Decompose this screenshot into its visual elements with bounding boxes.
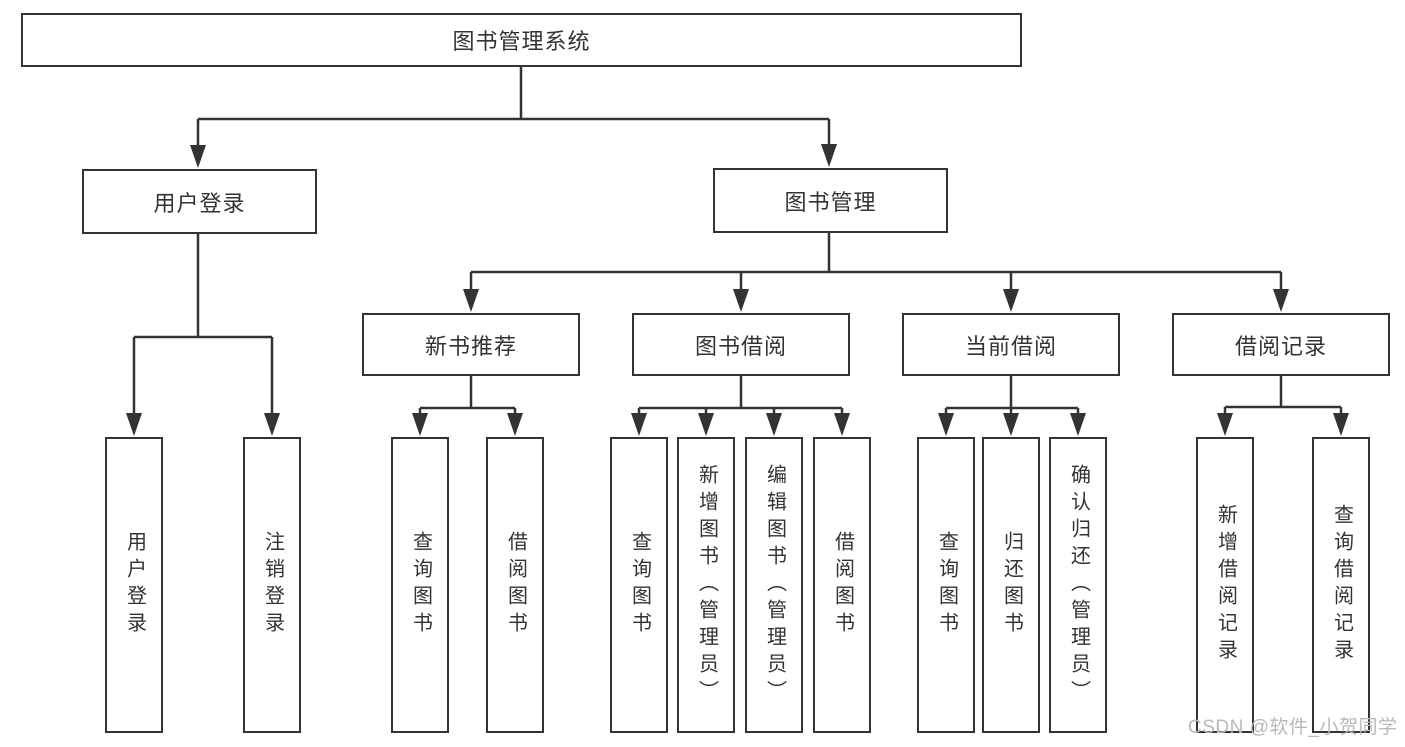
arrow-down-icon	[463, 289, 479, 312]
node-borrow-records: 借阅记录	[1172, 313, 1390, 376]
node-user-login-label: 用户登录	[153, 190, 246, 216]
node-add-books-admin-label: 新增图书（管理员）	[695, 463, 718, 707]
node-book-borrow: 图书借阅	[632, 313, 850, 376]
node-current-borrow-label: 当前借阅	[964, 333, 1057, 359]
node-return-books-label: 归还图书	[1000, 531, 1023, 639]
node-query-books-borrow-label: 查询图书	[628, 531, 651, 639]
node-login: 用户登录	[105, 437, 163, 733]
node-borrow-books-label: 借阅图书	[831, 531, 854, 639]
arrow-down-icon	[821, 144, 837, 167]
arrow-down-icon	[1003, 289, 1019, 312]
node-edit-books-admin-label: 编辑图书（管理员）	[763, 463, 786, 707]
node-add-borrow-record: 新增借阅记录	[1196, 437, 1254, 733]
node-confirm-return-admin: 确认归还（管理员）	[1049, 437, 1107, 733]
arrow-down-icon	[1217, 413, 1233, 436]
node-return-books: 归还图书	[982, 437, 1040, 733]
node-borrow-books-recommend: 借阅图书	[486, 437, 544, 733]
arrow-down-icon	[412, 413, 428, 436]
node-add-borrow-record-label: 新增借阅记录	[1214, 504, 1237, 666]
node-query-books-recommend: 查询图书	[391, 437, 449, 733]
arrow-down-icon	[631, 413, 647, 436]
node-query-books-borrow: 查询图书	[610, 437, 668, 733]
arrow-down-icon	[190, 145, 206, 168]
node-query-books-recommend-label: 查询图书	[409, 531, 432, 639]
node-root-label: 图书管理系统	[452, 29, 591, 54]
arrow-down-icon	[1333, 413, 1349, 436]
arrow-down-icon	[698, 413, 714, 436]
arrow-down-icon	[264, 413, 280, 436]
node-user-login: 用户登录	[82, 169, 317, 234]
node-login-label: 用户登录	[123, 531, 146, 639]
node-query-books-current: 查询图书	[917, 437, 975, 733]
node-book-management: 图书管理	[713, 168, 948, 233]
arrow-down-icon	[1273, 289, 1289, 312]
node-query-books-current-label: 查询图书	[935, 531, 958, 639]
arrow-down-icon	[1070, 413, 1086, 436]
node-root: 图书管理系统	[21, 13, 1022, 67]
arrow-down-icon	[733, 289, 749, 312]
arrow-down-icon	[126, 413, 142, 436]
arrow-down-icon	[766, 413, 782, 436]
csdn-watermark: CSDN @软件_小贺同学	[1188, 717, 1398, 738]
arrow-down-icon	[507, 413, 523, 436]
node-borrow-books: 借阅图书	[813, 437, 871, 733]
node-book-borrow-label: 图书借阅	[694, 333, 787, 359]
node-confirm-return-admin-label: 确认归还（管理员）	[1067, 463, 1090, 707]
node-book-management-label: 图书管理	[784, 189, 877, 215]
node-query-borrow-record: 查询借阅记录	[1312, 437, 1370, 733]
node-borrow-books-recommend-label: 借阅图书	[504, 531, 527, 639]
node-new-book-recommend: 新书推荐	[362, 313, 580, 376]
arrow-down-icon	[938, 413, 954, 436]
arrow-down-icon	[834, 413, 850, 436]
node-logout: 注销登录	[243, 437, 301, 733]
node-add-books-admin: 新增图书（管理员）	[677, 437, 735, 733]
node-logout-label: 注销登录	[261, 531, 284, 639]
node-edit-books-admin: 编辑图书（管理员）	[745, 437, 803, 733]
node-borrow-records-label: 借阅记录	[1234, 333, 1327, 359]
node-current-borrow: 当前借阅	[902, 313, 1120, 376]
arrow-down-icon	[1003, 413, 1019, 436]
node-query-borrow-record-label: 查询借阅记录	[1330, 504, 1353, 666]
node-new-book-recommend-label: 新书推荐	[424, 333, 517, 359]
